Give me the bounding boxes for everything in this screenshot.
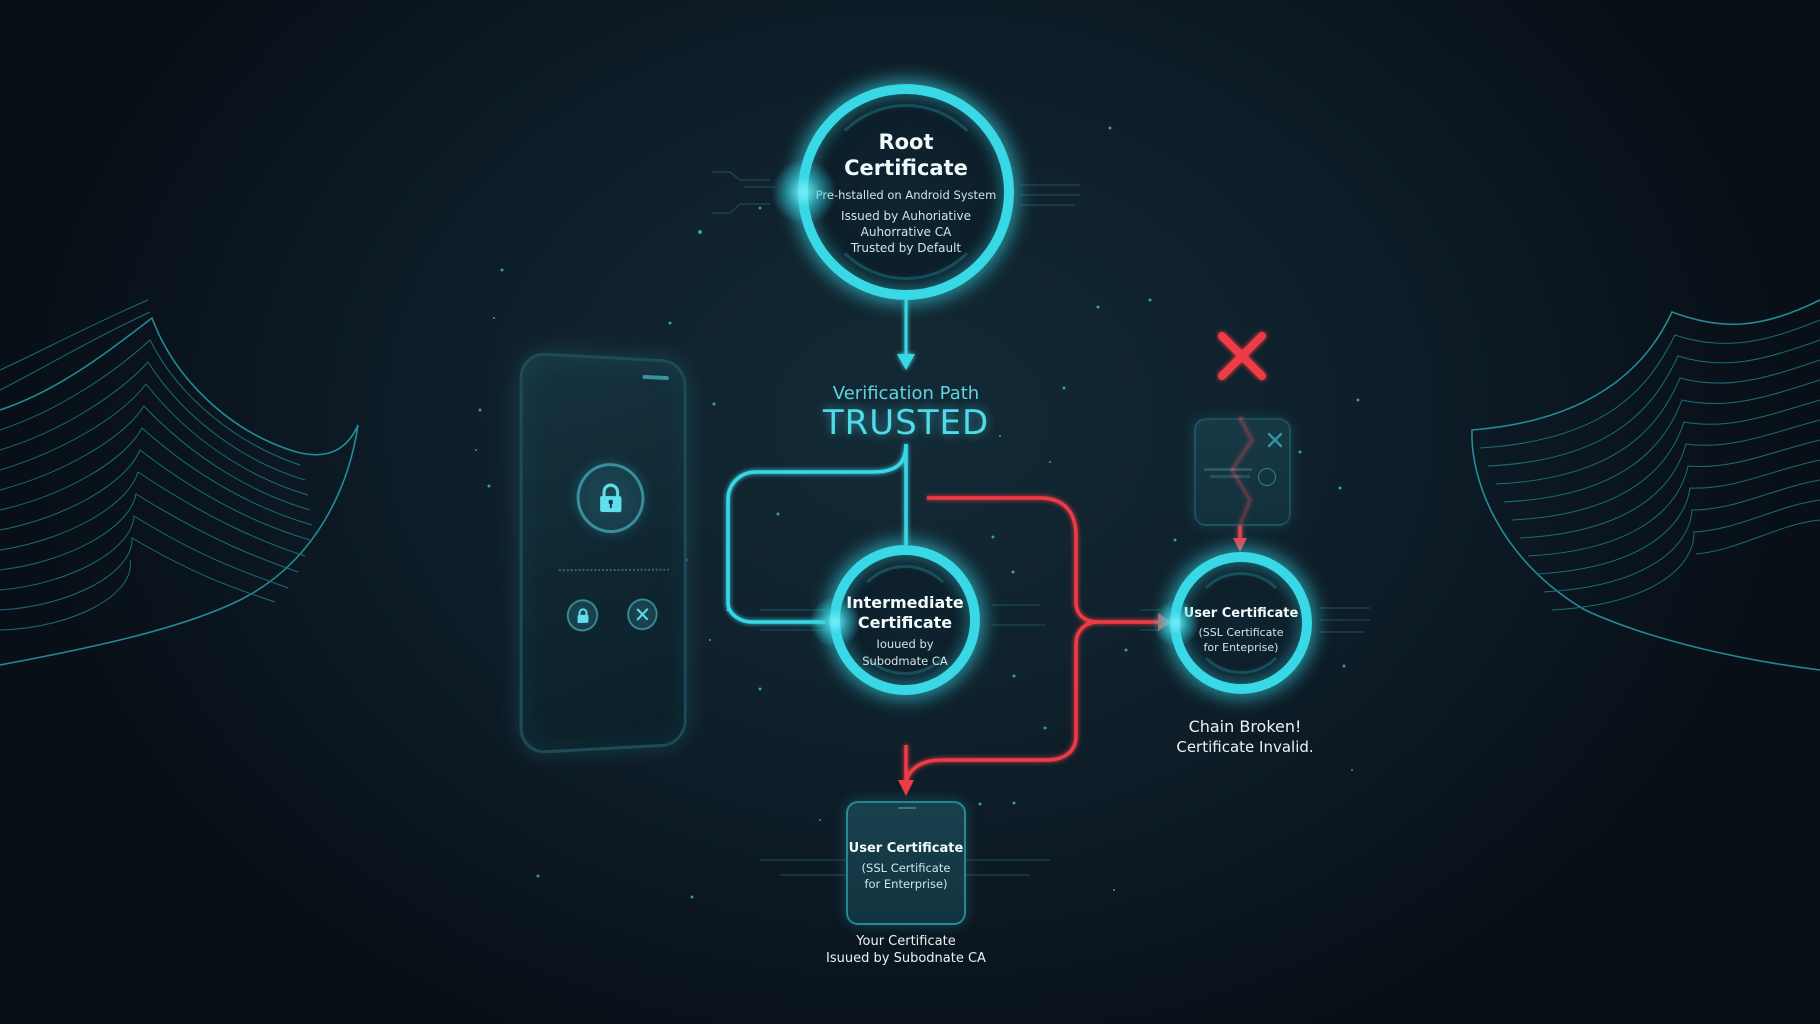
phone-lock-button[interactable] — [566, 599, 599, 632]
root-detail-line1: Issued by Auhoriative — [841, 209, 971, 223]
phone-close-button[interactable] — [627, 598, 658, 631]
lock-icon — [598, 483, 623, 513]
intermediate-connector-dot-icon — [810, 597, 860, 647]
user-broken-detail-line2: for Enteprise) — [1203, 641, 1279, 654]
certificate-invalid-caption: Certificate Invalid. — [1176, 738, 1314, 756]
root-connector-dot-icon — [772, 160, 836, 224]
issued-by-caption: Isuued by Subodnate CA — [826, 951, 986, 966]
invalid-x-icon — [1218, 332, 1266, 380]
card-top-notch — [898, 807, 916, 809]
verification-path-label: Verification Path — [832, 383, 980, 404]
trusted-status: TRUSTED — [822, 403, 990, 443]
root-inner-arc — [818, 104, 994, 280]
broken-certificate-card[interactable] — [1194, 418, 1291, 526]
phone-status-bar-icon — [642, 374, 669, 381]
close-icon — [636, 607, 649, 621]
broken-card-badge-icon — [1258, 468, 1276, 486]
root-subtitle: Pre-hstalled on Android System — [815, 188, 997, 202]
user-card-detail-line1: (SSL Certificate — [861, 861, 951, 875]
user-broken-inner-arc — [1190, 572, 1292, 674]
intermediate-title-line1: Intermediate — [846, 593, 964, 612]
user-broken-detail-line1: (SSL Certificate — [1198, 626, 1284, 639]
invalid-arrow-down-icon — [898, 780, 914, 796]
invalid-path-line — [904, 496, 1160, 787]
right-mesh-wave-icon — [1471, 299, 1820, 671]
user-broken-connector-dot-icon — [1153, 600, 1199, 646]
broken-card-close-icon[interactable] — [1267, 432, 1283, 448]
user-certificate-card[interactable]: User Certificate (SSL Certificate for En… — [846, 801, 966, 925]
user-card-detail-line2: for Enterprise) — [864, 877, 948, 891]
user-broken-title: User Certificate — [1183, 606, 1299, 621]
user-card-title: User Certificate — [848, 841, 964, 856]
root-detail-line3: Trusted by Default — [850, 241, 962, 255]
chain-broken-caption: Chain Broken! — [1188, 717, 1302, 736]
phone-main-lock-button[interactable] — [576, 462, 645, 534]
your-certificate-caption: Your Certificate — [856, 934, 956, 949]
trusted-arrow-icon — [897, 300, 915, 370]
trusted-path-line — [726, 443, 908, 624]
root-detail-line2: Auhorrative CA — [860, 225, 952, 239]
intermediate-title-line2: Certificate — [857, 613, 953, 632]
root-title-line1: Root — [878, 130, 934, 154]
left-mesh-wave-icon — [0, 299, 359, 666]
intermediate-detail-line1: Iouued by — [876, 637, 934, 651]
broken-card-text-lines-2 — [1210, 475, 1250, 478]
root-title-line2: Certificate — [844, 156, 968, 180]
particle-dots-icon — [475, 126, 1360, 899]
broken-card-text-lines — [1204, 468, 1252, 471]
android-phone — [519, 351, 687, 755]
phone-divider — [558, 568, 669, 572]
lock-icon — [576, 608, 589, 623]
intermediate-inner-arc — [850, 565, 960, 675]
intermediate-detail-line2: Subodmate CA — [862, 654, 948, 668]
